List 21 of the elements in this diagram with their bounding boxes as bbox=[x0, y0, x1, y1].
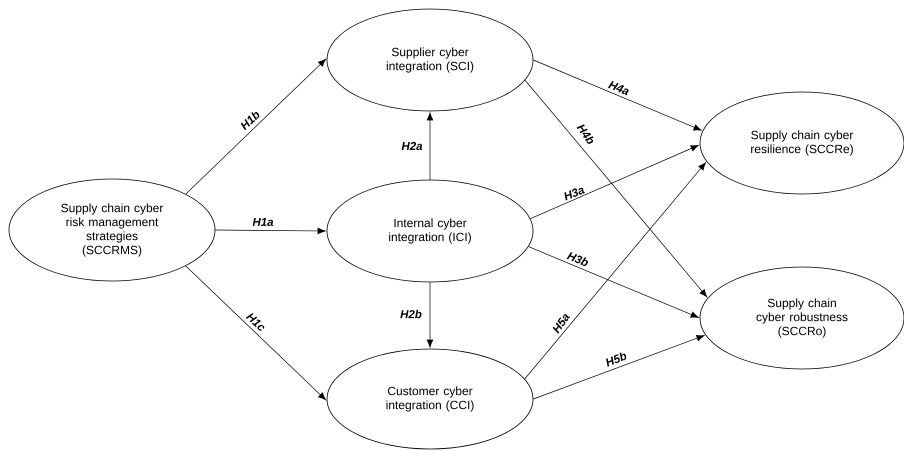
arrow bbox=[533, 60, 702, 131]
arrow bbox=[185, 266, 326, 400]
edge-label: H2b bbox=[400, 310, 422, 318]
edge-label: H1a bbox=[252, 218, 274, 226]
edge-label: H2a bbox=[402, 142, 422, 150]
arrow bbox=[524, 162, 706, 380]
edge-label: H5b bbox=[606, 352, 626, 367]
edge-label: H1c bbox=[246, 313, 264, 331]
arrow bbox=[530, 145, 699, 220]
arrow bbox=[426, 282, 434, 348]
arrow bbox=[185, 58, 326, 194]
edge-label: H3a bbox=[564, 188, 585, 201]
arrow bbox=[533, 335, 704, 400]
edge-label: H4a bbox=[608, 81, 629, 96]
arrow bbox=[426, 112, 434, 180]
edge-label: H1b bbox=[240, 112, 260, 130]
edge-label: H3b bbox=[566, 252, 588, 266]
edge-label: H4b bbox=[576, 124, 594, 144]
arrow bbox=[215, 228, 326, 234]
arrow bbox=[528, 246, 699, 318]
arrow bbox=[524, 80, 708, 298]
